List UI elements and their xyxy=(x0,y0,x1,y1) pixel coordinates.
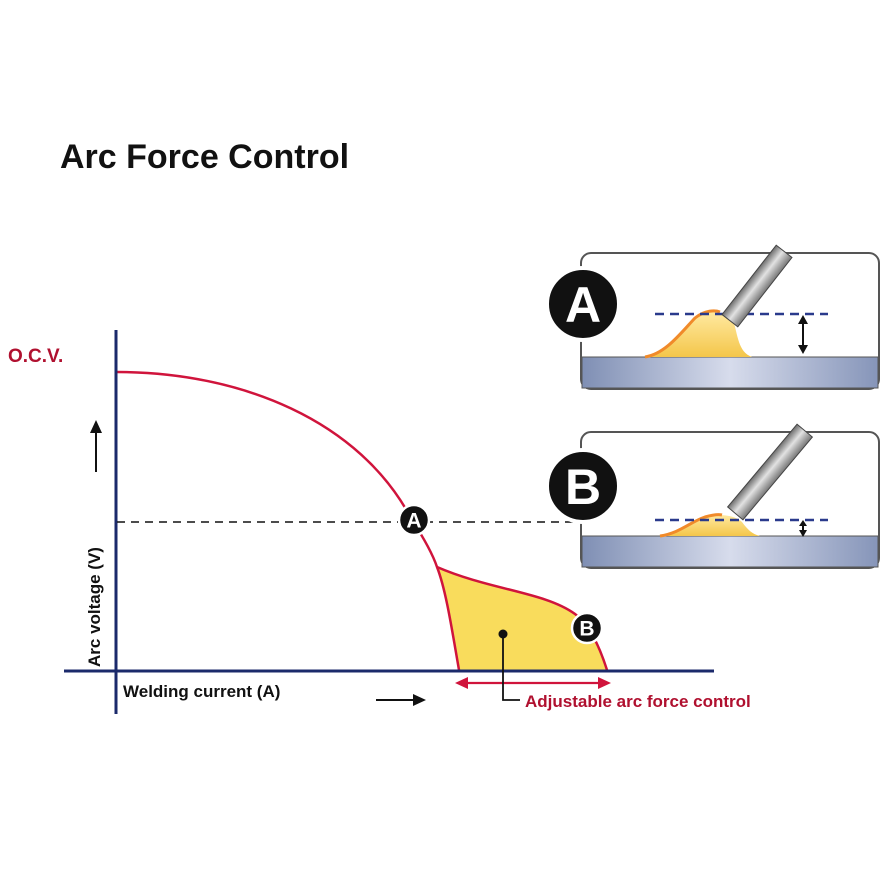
point-a-marker: A xyxy=(397,503,431,537)
leader-line xyxy=(502,634,520,701)
y-direction-arrow xyxy=(90,420,102,472)
arc-force-curve xyxy=(436,565,609,671)
inset-b-gap-arrow xyxy=(799,520,807,537)
inset-b-badge-label: B xyxy=(565,459,601,515)
point-b-label: B xyxy=(579,618,594,641)
inset-a-badge-label: A xyxy=(565,277,601,333)
inset-a-electrode xyxy=(721,244,793,328)
inset-a-weld-bead xyxy=(645,312,752,357)
inset-a-gap-arrow xyxy=(798,315,808,354)
point-b-marker: B xyxy=(570,611,604,645)
adjustable-range-arrow xyxy=(455,677,611,689)
point-a-label: A xyxy=(406,510,421,533)
inset-b-electrode xyxy=(726,423,814,521)
x-axis-label: Welding current (A) xyxy=(123,682,280,701)
inset-a-panel xyxy=(580,244,880,390)
adjustable-label: Adjustable arc force control xyxy=(525,692,751,711)
y-axis-label: Arc voltage (V) xyxy=(85,547,104,667)
page-title: Arc Force Control xyxy=(60,138,350,176)
x-direction-arrow xyxy=(376,694,426,706)
arc-force-region xyxy=(437,567,607,670)
inset-a-badge: A xyxy=(545,266,621,342)
inset-b-badge: B xyxy=(545,448,621,524)
inset-a-base-plate xyxy=(581,356,879,389)
inset-b-base-plate xyxy=(581,535,879,568)
region-dot xyxy=(498,629,508,639)
ocv-label: O.C.V. xyxy=(8,346,63,367)
inset-b-panel xyxy=(580,423,880,569)
